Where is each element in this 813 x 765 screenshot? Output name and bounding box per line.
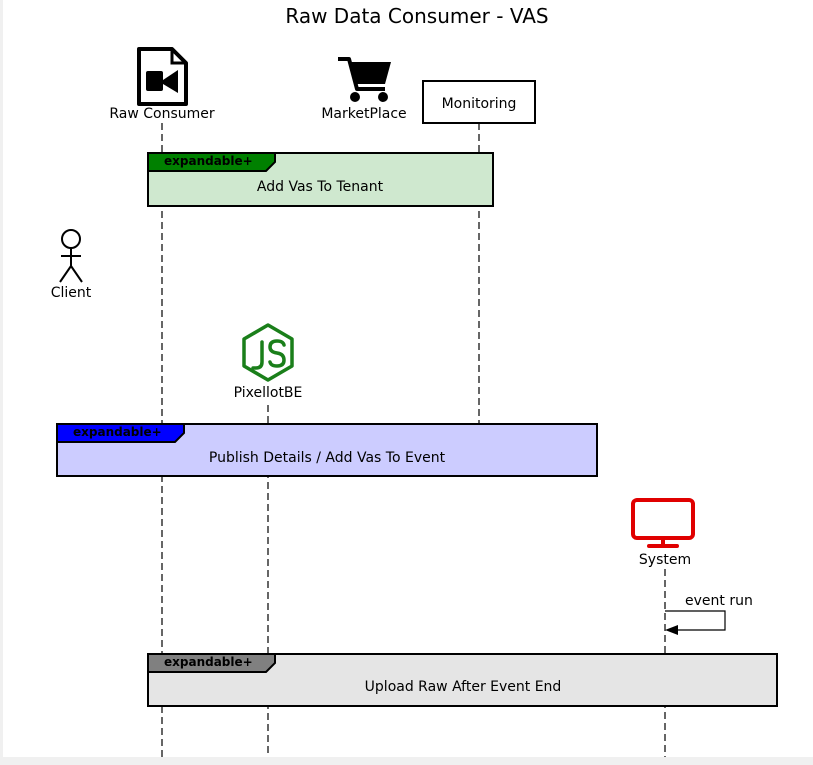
arrowhead-icon	[665, 625, 678, 635]
group-tag-label: expandable+	[164, 154, 253, 168]
participant-label: System	[639, 552, 691, 568]
participant-marketplace[interactable]: MarketPlace	[321, 57, 407, 122]
participant-pixellotbe[interactable]: PixellotBE	[234, 323, 303, 401]
message-event-run[interactable]: event run	[665, 593, 753, 635]
participant-system[interactable]: System	[631, 498, 695, 568]
group-tag	[56, 423, 185, 443]
stick-figure-actor-icon	[59, 229, 83, 283]
group-publish-details[interactable]: expandable+ Publish Details / Add Vas To…	[56, 423, 598, 477]
group-add-vas-to-tenant[interactable]: expandable+ Add Vas To Tenant	[147, 152, 494, 207]
group-tag-label: expandable+	[164, 655, 253, 669]
diagram-title: Raw Data Consumer - VAS	[285, 4, 548, 28]
participant-client[interactable]: Client	[51, 229, 92, 301]
group-tag	[147, 152, 276, 172]
group-tag-label: expandable+	[73, 425, 162, 439]
group-label: Upload Raw After Event End	[365, 679, 562, 695]
participant-box	[422, 80, 536, 124]
shopping-cart-icon	[338, 57, 391, 102]
message-arrow-line	[665, 610, 726, 631]
monitor-icon	[631, 498, 695, 548]
participant-raw-consumer[interactable]: Raw Consumer	[109, 47, 215, 122]
file-video-icon	[137, 47, 188, 106]
diagram-canvas: Raw Data Consumer - VAS Raw Consumer Mar…	[3, 0, 813, 757]
nodejs-icon	[242, 323, 294, 382]
participant-label: Monitoring	[442, 96, 517, 112]
group-label: Publish Details / Add Vas To Event	[209, 450, 446, 466]
participant-monitoring[interactable]: Monitoring	[422, 80, 536, 124]
participant-label: Client	[51, 285, 92, 301]
sequence-diagram: Raw Data Consumer - VAS Raw Consumer Mar…	[51, 4, 778, 757]
message-label: event run	[685, 593, 753, 609]
participant-label: PixellotBE	[234, 385, 303, 401]
group-label: Add Vas To Tenant	[257, 179, 384, 195]
participant-label: MarketPlace	[321, 106, 406, 122]
participant-label: Raw Consumer	[109, 106, 215, 122]
group-tag	[147, 653, 276, 673]
group-upload-raw[interactable]: expandable+ Upload Raw After Event End	[147, 653, 778, 707]
